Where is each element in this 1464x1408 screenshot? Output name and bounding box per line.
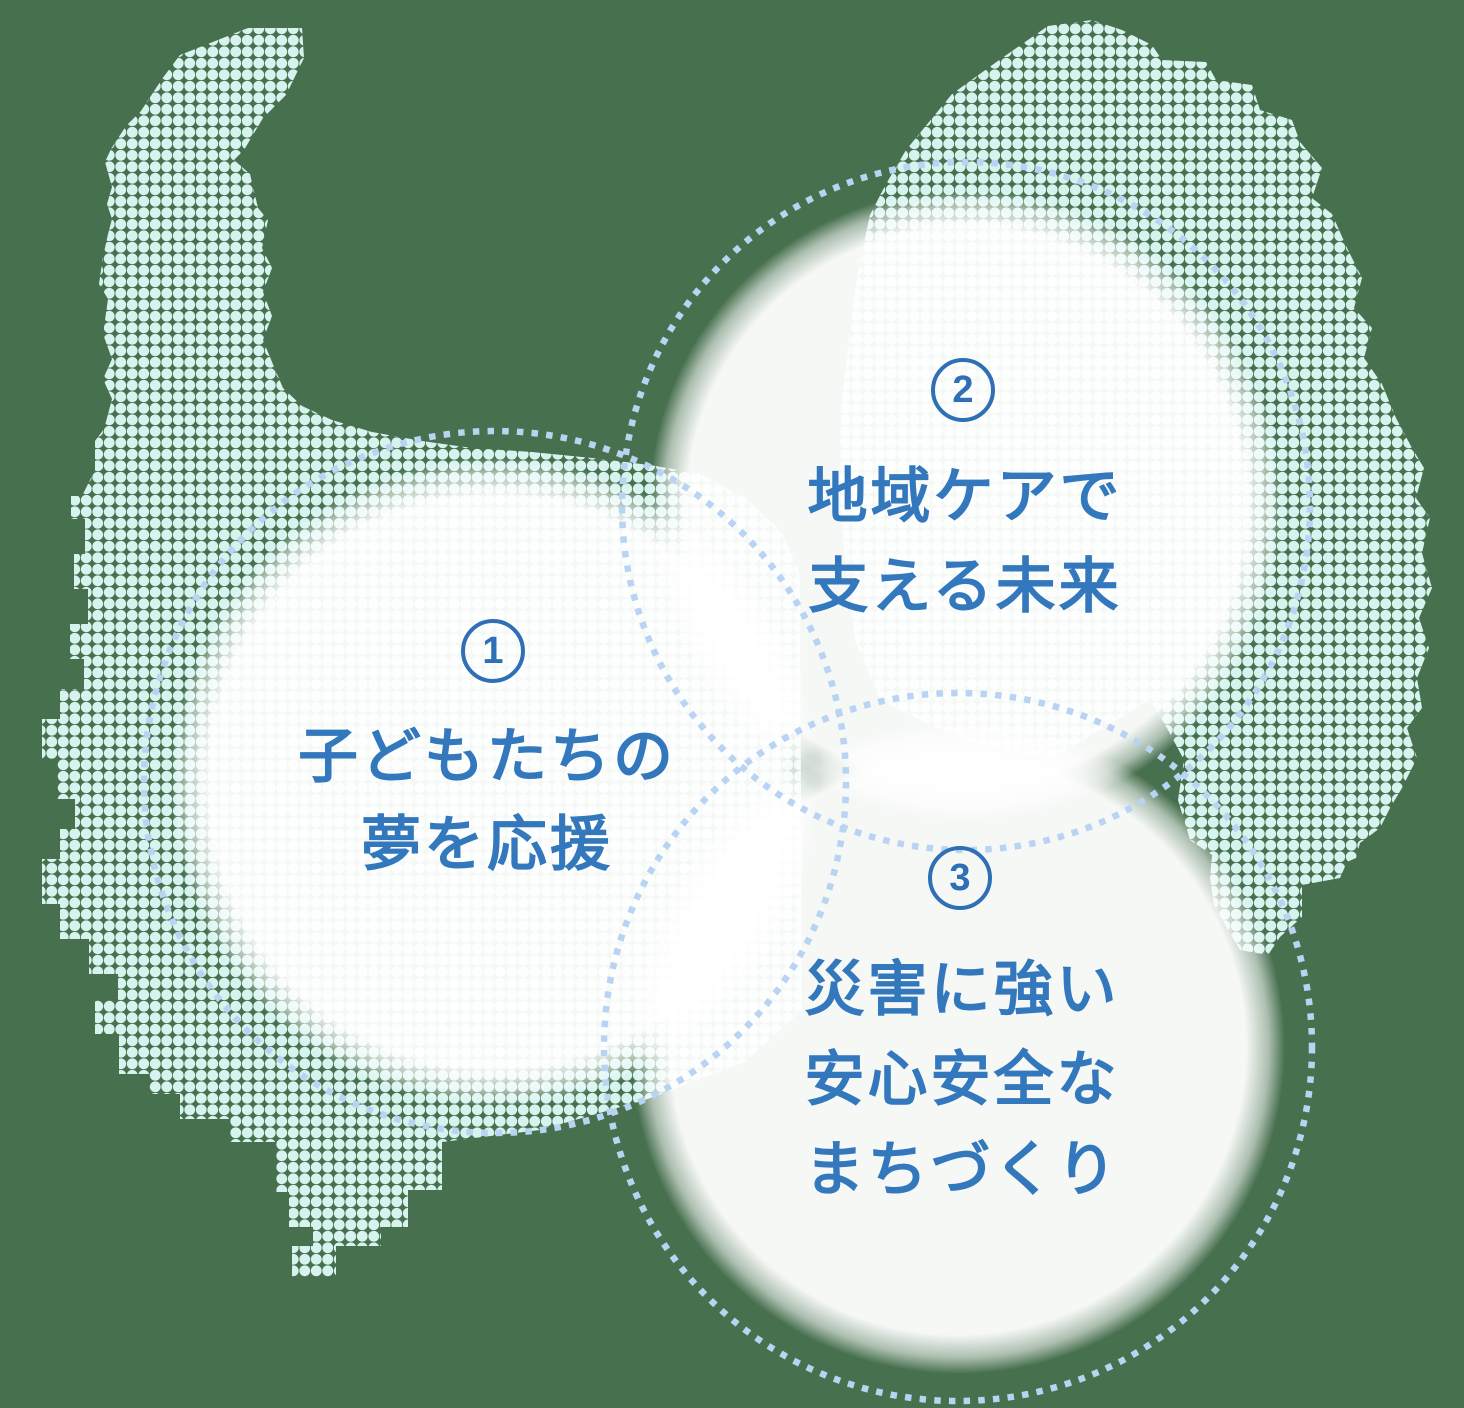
item-1-line-2: 夢を応援 (361, 811, 613, 878)
item-1-number-badge: 1 (461, 619, 525, 683)
item-3-line-2: 安心安全な (804, 1046, 1120, 1113)
venn-ring-3 (600, 689, 1316, 1405)
venn-ring-2 (618, 158, 1314, 854)
venn-circle-disaster (631, 720, 1285, 1374)
venn-ring-1 (140, 427, 850, 1137)
item-1-line-1: 子どもたちの (298, 723, 676, 790)
item-3-line-1: 災害に強い (804, 956, 1120, 1023)
item-3-line-3: まちづくり (804, 1136, 1120, 1203)
venn-circle-care (649, 189, 1283, 823)
item-2-line-1: 地域ケアで (807, 463, 1123, 530)
item-2-number-badge: 2 (931, 358, 995, 422)
item-3-number-badge: 3 (928, 846, 992, 910)
item-2-line-2: 支える未来 (808, 553, 1122, 620)
